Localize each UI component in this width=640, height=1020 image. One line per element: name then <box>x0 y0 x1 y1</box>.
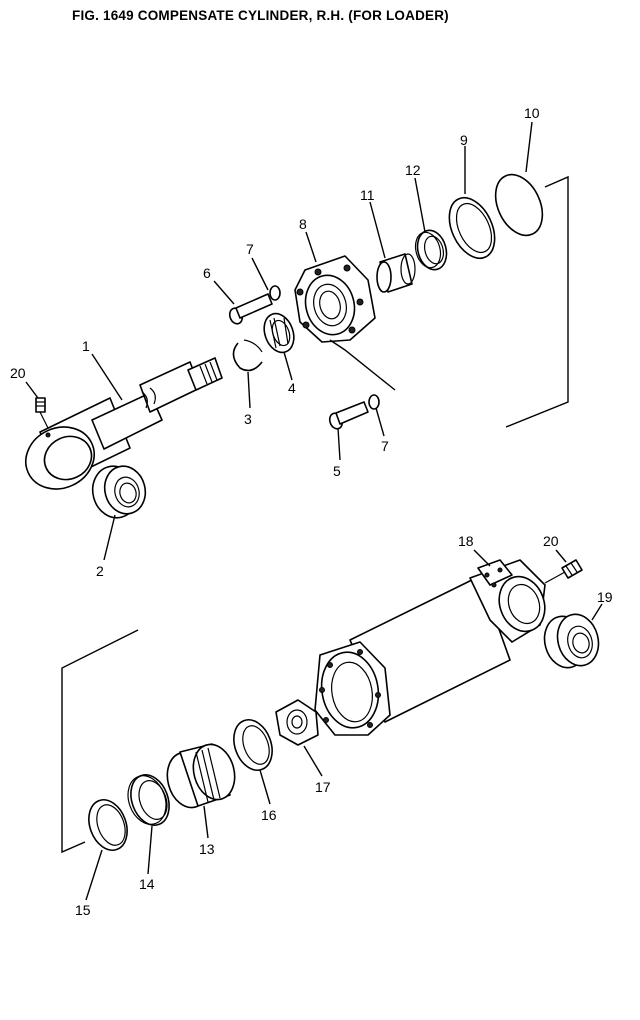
cylinder-head <box>294 255 396 391</box>
bolt-lower <box>328 401 369 430</box>
upper-group-bracket <box>505 175 569 428</box>
label-part-1: 1 <box>82 338 90 354</box>
head-bushing <box>376 253 416 293</box>
tube-bushing <box>543 613 600 669</box>
label-part-5: 5 <box>333 463 341 479</box>
bolt-upper <box>228 293 273 325</box>
label-part-16: 16 <box>261 807 277 823</box>
label-part-9: 9 <box>460 132 468 148</box>
piston-ring <box>88 799 128 851</box>
label-part-7-lower: 7 <box>381 438 389 454</box>
label-part-20-lower: 20 <box>543 533 559 549</box>
lock-washer-upper <box>269 285 281 301</box>
lower-group-bracket <box>61 629 139 854</box>
label-part-12: 12 <box>405 162 421 178</box>
label-part-17: 17 <box>315 779 331 795</box>
bushing <box>91 465 147 519</box>
piston-nut <box>275 699 319 746</box>
label-part-6: 6 <box>203 265 211 281</box>
label-part-13: 13 <box>199 841 215 857</box>
label-part-10: 10 <box>524 105 540 121</box>
label-part-4: 4 <box>288 380 296 396</box>
label-part-8: 8 <box>299 216 307 232</box>
label-part-15: 15 <box>75 902 91 918</box>
cylinder-tube <box>314 559 546 736</box>
grease-fitting-upper <box>35 397 49 429</box>
dust-seal <box>414 229 448 271</box>
label-part-2: 2 <box>96 563 104 579</box>
label-part-3: 3 <box>244 411 252 427</box>
label-part-11: 11 <box>360 187 375 203</box>
label-part-20-upper: 20 <box>10 365 26 381</box>
figure-title: FIG. 1649 COMPENSATE CYLINDER, R.H. (FOR… <box>72 8 449 23</box>
grease-fitting-lower <box>544 559 583 584</box>
o-ring <box>494 173 544 237</box>
label-part-18: 18 <box>458 533 474 549</box>
snap-ring <box>232 339 263 372</box>
part-number-labels: 1 20 2 3 4 5 6 7 7 8 9 10 11 12 13 14 15… <box>10 105 613 918</box>
lock-washer-lower <box>368 394 380 410</box>
label-part-7-upper: 7 <box>246 241 254 257</box>
rod-packing <box>263 312 295 354</box>
label-part-19: 19 <box>597 589 613 605</box>
backup-ring <box>448 196 496 260</box>
wear-ring <box>233 719 273 771</box>
leader-lines <box>25 121 603 901</box>
label-part-14: 14 <box>139 876 155 892</box>
piston-rod <box>25 357 223 490</box>
piston <box>166 743 236 809</box>
piston-seal <box>127 774 170 826</box>
